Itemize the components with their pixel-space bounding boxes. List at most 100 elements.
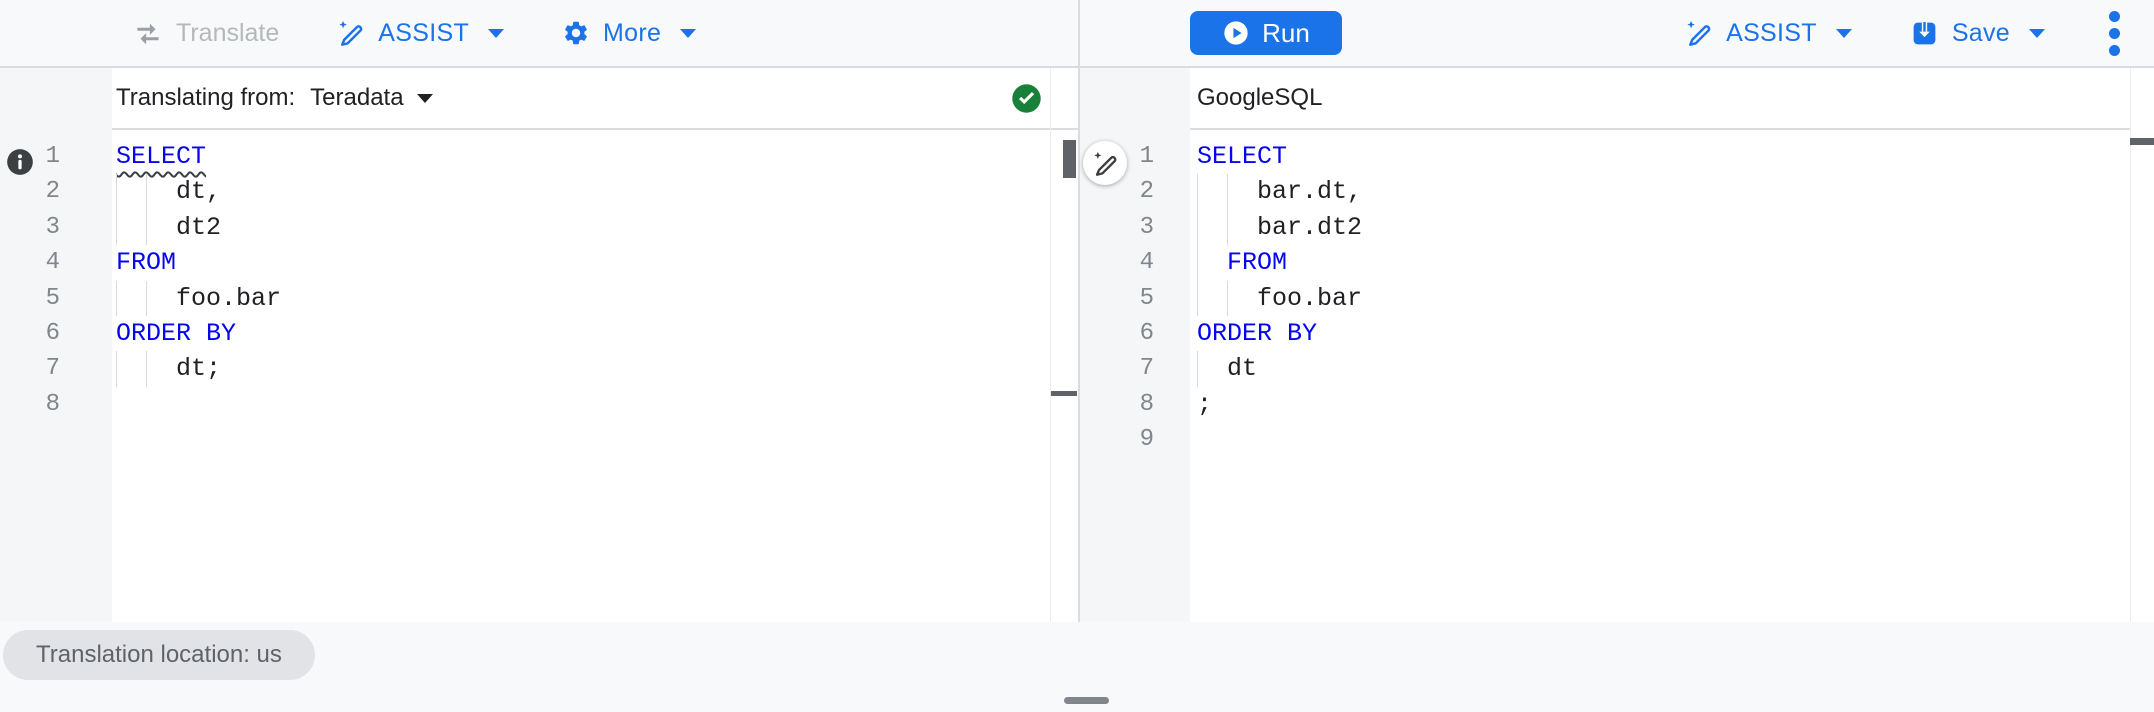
code-line: foo.bar — [116, 280, 1078, 316]
assist-label: ASSIST — [1726, 18, 1817, 47]
line-number: 9 — [1139, 426, 1154, 454]
sql-text: dt2 — [176, 212, 222, 242]
play-circle-icon — [1224, 21, 1248, 45]
kebab-dot — [2109, 44, 2120, 56]
assist-button-right[interactable]: ASSIST — [1685, 19, 1852, 48]
gear-icon — [565, 21, 587, 45]
line-number: 4 — [45, 249, 60, 277]
code-line: foo.bar — [1197, 280, 2130, 316]
code-line: dt2 — [116, 209, 1078, 246]
sql-text: bar.dt2 — [1257, 212, 1363, 242]
line-number: 3 — [1139, 213, 1154, 241]
code-line: ORDER BY — [116, 316, 1078, 351]
source-editor-header: Translating from: Teradata — [112, 68, 1078, 130]
indent-guide — [1197, 174, 1227, 210]
line-number: 5 — [45, 284, 60, 312]
scrollbar-track — [1050, 68, 1051, 622]
sql-keyword: ORDER BY — [1197, 318, 1318, 348]
kebab-dot — [2109, 27, 2120, 39]
chevron-down-icon — [416, 93, 433, 103]
scrollbar-track — [2130, 68, 2131, 622]
kebab-dot — [2109, 10, 2120, 22]
code-line — [1197, 422, 2130, 457]
translation-location-label: Translation location: us — [36, 641, 282, 668]
assist-button-left[interactable]: ASSIST — [337, 19, 505, 48]
check-circle-icon — [1012, 84, 1041, 113]
toolbar: Translate ASSIST More Run ASSIST Save — [0, 0, 2154, 68]
code-line: bar.dt2 — [1197, 209, 2130, 246]
more-button[interactable]: More — [562, 18, 697, 48]
indent-guide — [146, 174, 176, 210]
sql-keyword: ORDER BY — [116, 318, 237, 348]
indent-guide — [1227, 280, 1257, 316]
indent-guide — [146, 351, 176, 387]
translate-button[interactable]: Translate — [133, 18, 279, 48]
translating-from-label: Translating from: — [116, 84, 296, 111]
code-line: SELECT — [116, 139, 1078, 174]
overview-cursor-marker — [2130, 138, 2154, 145]
pen-sparkle-icon — [339, 20, 363, 46]
line-number: 5 — [1139, 284, 1154, 312]
line-number: 8 — [1139, 390, 1154, 418]
line-number: 6 — [1139, 319, 1154, 347]
indent-guide — [146, 209, 176, 246]
indent-guide — [116, 209, 146, 246]
sql-text: ; — [1197, 389, 1213, 419]
scrollbar-thumb[interactable] — [1063, 140, 1076, 178]
line-number: 3 — [45, 213, 60, 241]
magic-wand-button[interactable] — [1083, 141, 1127, 185]
line-number: 7 — [45, 355, 60, 383]
toolbar-left-group: Translate ASSIST More — [133, 0, 697, 66]
line-number: 2 — [1139, 178, 1154, 206]
sql-keyword: SELECT — [116, 142, 207, 171]
save-label: Save — [1951, 18, 2010, 47]
info-icon[interactable] — [6, 148, 34, 176]
source-dialect-dropdown[interactable]: Teradata — [310, 84, 433, 112]
sql-text: bar.dt, — [1257, 177, 1363, 207]
translation-location-chip: Translation location: us — [3, 630, 315, 680]
save-arrow-icon — [1913, 20, 1936, 44]
indent-guide — [1197, 280, 1227, 316]
indent-guide — [1197, 351, 1227, 387]
code-line: ; — [1197, 387, 2130, 422]
magic-wand-icon — [1093, 151, 1116, 176]
overflow-menu-button[interactable] — [2103, 7, 2126, 60]
chevron-down-icon — [2029, 28, 2045, 38]
run-label: Run — [1262, 17, 1310, 48]
sql-keyword: FROM — [1227, 248, 1288, 278]
code-line — [116, 387, 1078, 422]
indent-guide — [146, 280, 176, 316]
chevron-down-icon — [488, 28, 505, 38]
line-number: 1 — [1139, 143, 1154, 170]
result-editor-header: GoogleSQL — [1190, 68, 2130, 130]
translate-label: Translate — [176, 18, 280, 47]
code-line: SELECT — [1197, 139, 2130, 174]
save-button[interactable]: Save — [1910, 19, 2045, 48]
indent-guide — [1227, 174, 1257, 210]
code-line: dt; — [116, 351, 1078, 387]
sql-text: dt; — [176, 354, 222, 384]
run-button[interactable]: Run — [1190, 11, 1342, 55]
panel-resize-handle[interactable] — [1064, 697, 1109, 704]
more-label: More — [603, 18, 662, 47]
toolbar-right-group: ASSIST Save — [1685, 0, 2126, 66]
indent-guide — [116, 280, 146, 316]
code-line: ORDER BY — [1197, 316, 2130, 351]
overview-cursor-marker — [1051, 391, 1077, 396]
sql-text: dt, — [176, 177, 222, 207]
sql-text: foo.bar — [1257, 283, 1363, 313]
sql-keyword: FROM — [116, 248, 177, 278]
indent-guide — [1197, 245, 1227, 281]
swap-arrows-icon — [137, 23, 159, 45]
code-line: dt, — [116, 174, 1078, 210]
line-number: 7 — [1139, 355, 1154, 383]
pane-divider[interactable] — [1078, 0, 1080, 622]
indent-guide — [1227, 209, 1257, 246]
indent-guide — [116, 174, 146, 210]
